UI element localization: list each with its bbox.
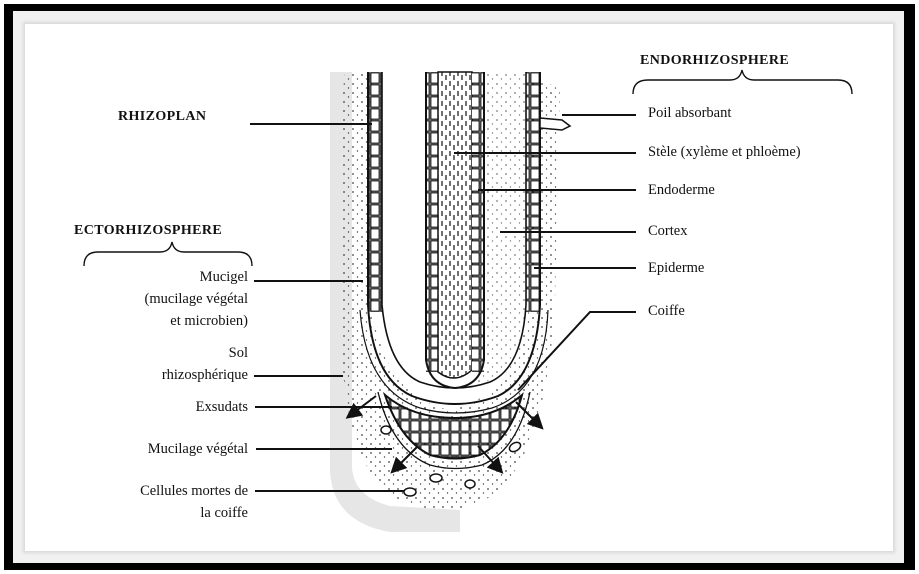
label-mucigel-detail-1: (mucilage végétal [80, 290, 248, 308]
dead-cell [465, 480, 475, 488]
label-cellules-2: la coiffe [100, 504, 248, 522]
endorhizosphere-brace [633, 70, 852, 94]
label-mucigel: Mucigel [100, 268, 248, 286]
right-endoderm-cells [472, 72, 484, 372]
label-mucilage-vegetal: Mucilage végétal [80, 440, 248, 458]
right-epidermis-cells [526, 72, 540, 312]
label-cellules-1: Cellules mortes de [60, 482, 248, 500]
label-mucigel-detail-2: et microbien) [80, 312, 248, 330]
label-ectorhizosphere: ECTORHIZOSPHERE [74, 222, 222, 240]
label-coiffe: Coiffe [648, 302, 685, 320]
label-rhizoplan: RHIZOPLAN [118, 108, 206, 126]
label-stele: Stèle (xylème et phloème) [648, 143, 801, 161]
dead-cell [430, 474, 442, 482]
label-cortex: Cortex [648, 222, 687, 240]
left-endoderm-cells [426, 72, 438, 372]
label-epiderme: Epiderme [648, 259, 704, 277]
label-sol-1: Sol [100, 344, 248, 362]
dead-cell [404, 488, 416, 496]
stele [438, 72, 472, 378]
label-sol-2: rhizosphérique [80, 366, 248, 384]
label-endoderme: Endoderme [648, 181, 715, 199]
label-exsudats: Exsudats [100, 398, 248, 416]
dead-cell [381, 426, 391, 434]
root-hair [540, 118, 570, 130]
label-poil-absorbant: Poil absorbant [648, 104, 731, 122]
ectorhizosphere-brace [84, 242, 252, 266]
left-epidermis-cells [368, 72, 382, 312]
label-endorhizosphere: ENDORHIZOSPHERE [640, 52, 789, 70]
